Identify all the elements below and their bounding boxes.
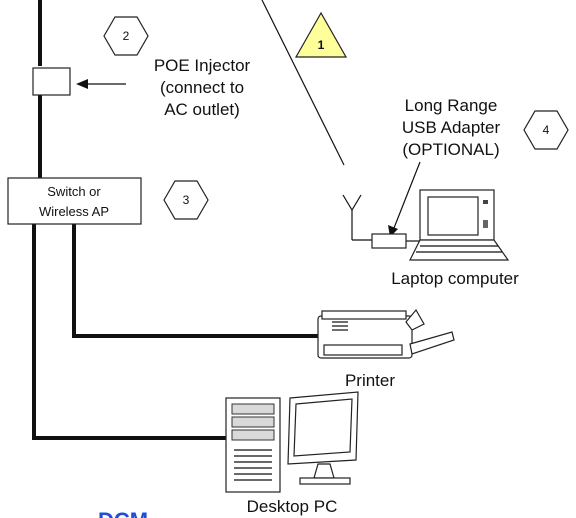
printer-icon (317, 308, 455, 359)
poe-injector-box (32, 67, 71, 96)
hexagon-marker-3: 3 (163, 180, 209, 220)
desktop-cable (32, 223, 228, 440)
marker-3-label: 3 (183, 193, 190, 207)
switch-box (7, 177, 142, 225)
brand-text: DCM (98, 508, 148, 518)
usb-adapter-icon (371, 233, 407, 249)
hexagon-marker-icon (163, 180, 209, 220)
warning-triangle-icon (294, 11, 348, 58)
adapter-arrow-icon (388, 161, 421, 237)
desktop-label: Desktop PC (247, 497, 338, 516)
hexagon-marker-icon (523, 110, 569, 150)
marker-4-label: 4 (543, 123, 550, 137)
warning-triangle-marker-1: 1 (294, 11, 348, 58)
poe-label-line2: (connect to (160, 78, 244, 97)
laptop-label: Laptop computer (391, 269, 519, 288)
laptop-icon (409, 189, 510, 261)
hexagon-marker-icon (103, 16, 149, 56)
hexagon-marker-2: 2 (103, 16, 149, 56)
adapter-label-line2: USB Adapter (402, 118, 501, 137)
wireless-link-line (261, 0, 345, 166)
marker-2-label: 2 (123, 29, 130, 43)
adapter-label-line3: (OPTIONAL) (402, 140, 499, 159)
marker-1-label: 1 (318, 38, 325, 52)
antenna-icon (342, 194, 372, 241)
poe-label-line3: AC outlet) (164, 100, 240, 119)
printer-label: Printer (345, 371, 395, 390)
arrow-icon (76, 79, 126, 89)
desktop-tower-icon (225, 397, 281, 493)
printer-cable (72, 223, 324, 338)
switch-label-line1: Switch or (47, 184, 101, 199)
adapter-label-line1: Long Range (405, 96, 498, 115)
poe-label-line1: POE Injector (154, 56, 251, 75)
hexagon-marker-4: 4 (523, 110, 569, 150)
switch-label-line2: Wireless AP (39, 204, 109, 219)
monitor-icon (287, 391, 359, 485)
